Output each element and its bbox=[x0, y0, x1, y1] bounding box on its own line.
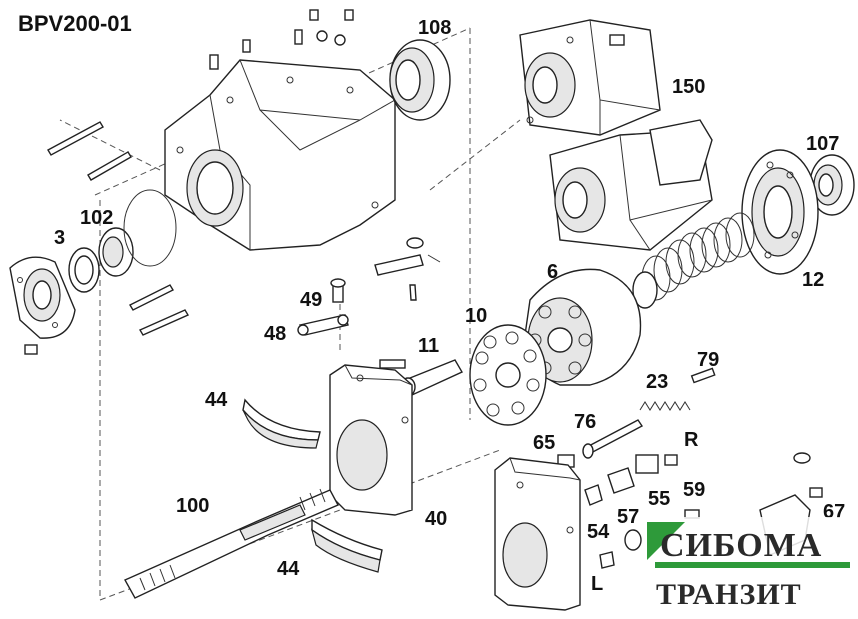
label-10: 10 bbox=[465, 305, 487, 327]
saddle-bearing-44-top bbox=[242, 398, 321, 449]
label-49: 49 bbox=[300, 289, 322, 311]
gear-pump-second-part bbox=[549, 119, 713, 251]
bearing-108-part bbox=[389, 39, 451, 121]
label-150: 150 bbox=[672, 76, 705, 98]
label-48: 48 bbox=[264, 323, 286, 345]
label-79: 79 bbox=[697, 349, 719, 371]
label-108: 108 bbox=[418, 17, 451, 39]
part-r bbox=[635, 454, 678, 474]
watermark-line1: СИБОМА bbox=[660, 527, 822, 564]
label-11: 11 bbox=[418, 335, 439, 357]
end-plate-12-part bbox=[741, 149, 819, 275]
label-44-bottom: 44 bbox=[277, 558, 300, 580]
label-102: 102 bbox=[80, 207, 113, 229]
dowel-pins-left bbox=[24, 121, 190, 355]
label-3: 3 bbox=[54, 227, 65, 249]
swashplate-40-part bbox=[329, 359, 413, 516]
saddle-bearing-44-bottom bbox=[310, 518, 383, 573]
label-76: 76 bbox=[574, 411, 596, 433]
control-block-part bbox=[494, 457, 581, 611]
label-r: R bbox=[684, 429, 699, 451]
lever-48-part bbox=[297, 314, 349, 336]
valve-plate-10-part bbox=[469, 324, 547, 426]
label-44-top: 44 bbox=[205, 389, 228, 411]
diagram-title: BPV200-01 bbox=[18, 11, 132, 36]
spring-rings-part bbox=[632, 212, 755, 309]
upper-lever-parts bbox=[374, 237, 441, 301]
watermark-line2: ТРАНЗИТ bbox=[656, 578, 802, 611]
sibomatranzit-watermark-logo: СИБОМА ТРАНЗИТ bbox=[643, 517, 858, 619]
label-57: 57 bbox=[617, 506, 639, 528]
label-100: 100 bbox=[176, 495, 209, 517]
label-107: 107 bbox=[806, 133, 839, 155]
label-65: 65 bbox=[533, 432, 555, 454]
label-54: 54 bbox=[587, 521, 610, 543]
rod-76-part bbox=[582, 419, 644, 459]
gear-pump-150-part bbox=[519, 19, 661, 136]
seal-ring-part bbox=[68, 247, 100, 293]
label-6: 6 bbox=[547, 261, 558, 283]
label-12: 12 bbox=[802, 269, 824, 291]
label-l: L bbox=[591, 573, 603, 595]
top-screws bbox=[209, 9, 354, 70]
label-55: 55 bbox=[648, 488, 670, 510]
screw-49-part bbox=[330, 278, 346, 303]
label-59: 59 bbox=[683, 479, 705, 501]
pin-79-part bbox=[690, 367, 716, 384]
label-23: 23 bbox=[646, 371, 668, 393]
seal-102-part bbox=[98, 227, 134, 277]
label-40: 40 bbox=[425, 508, 447, 530]
spring-23-part bbox=[639, 401, 691, 411]
pump-housing-part bbox=[164, 59, 396, 251]
flange-3-part bbox=[9, 256, 76, 339]
drive-shaft-100-part bbox=[124, 488, 339, 599]
o-ring-part bbox=[123, 189, 177, 267]
